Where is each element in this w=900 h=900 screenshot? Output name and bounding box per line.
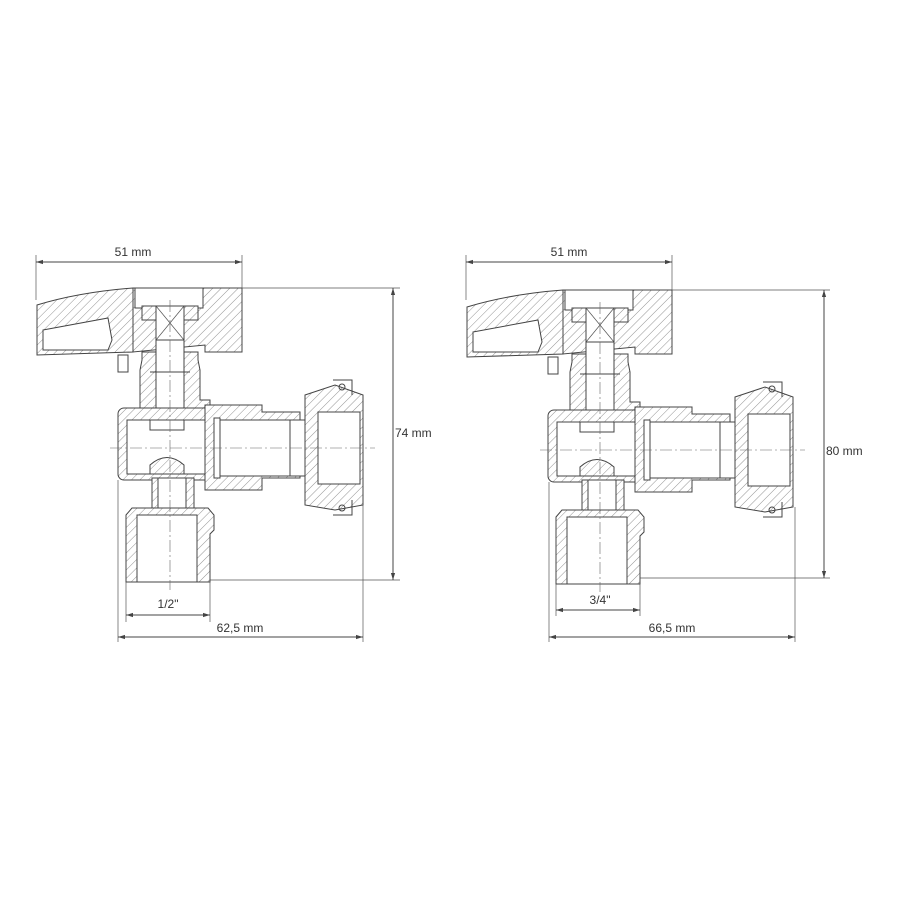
dimension-width: 51 mm — [35, 245, 243, 300]
dimension-length: 62,5 mm — [117, 480, 364, 642]
dimension-length: 66,5 mm — [548, 482, 796, 642]
width-label: 51 mm — [551, 245, 588, 259]
dimension-height: 74 mm — [210, 287, 432, 581]
dimension-thread: 1/2" — [125, 582, 211, 622]
valve-drawing-right: 51 mm 80 mm 3/4" 66,5 mm — [465, 245, 863, 642]
valve-drawing-left: 51 mm 74 mm 1/2" 62,5 mm — [35, 245, 432, 642]
height-label: 74 mm — [395, 426, 432, 440]
dimension-height: 80 mm — [640, 289, 863, 579]
height-label: 80 mm — [826, 444, 863, 458]
length-label: 66,5 mm — [649, 621, 696, 635]
length-label: 62,5 mm — [217, 621, 264, 635]
width-label: 51 mm — [115, 245, 152, 259]
thread-label: 1/2" — [158, 597, 179, 611]
dimension-thread: 3/4" — [555, 584, 641, 616]
dimension-width: 51 mm — [465, 245, 673, 300]
thread-label: 3/4" — [590, 593, 611, 607]
